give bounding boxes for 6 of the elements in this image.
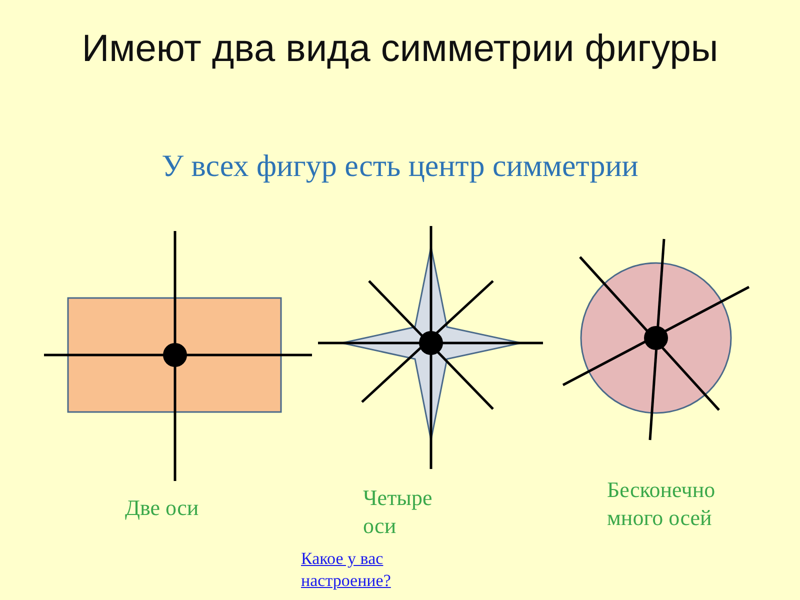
title: Имеют два вида симметрии фигуры bbox=[80, 27, 720, 72]
figure-caption: Бесконечно много осей bbox=[607, 476, 716, 532]
figure-caption: Две оси bbox=[125, 494, 200, 522]
figure-caption: Четыре оси bbox=[363, 484, 434, 540]
question-link: Какое у вас настроение? bbox=[301, 548, 392, 592]
subtitle: У всех фигур есть центр симметрии bbox=[160, 148, 640, 184]
